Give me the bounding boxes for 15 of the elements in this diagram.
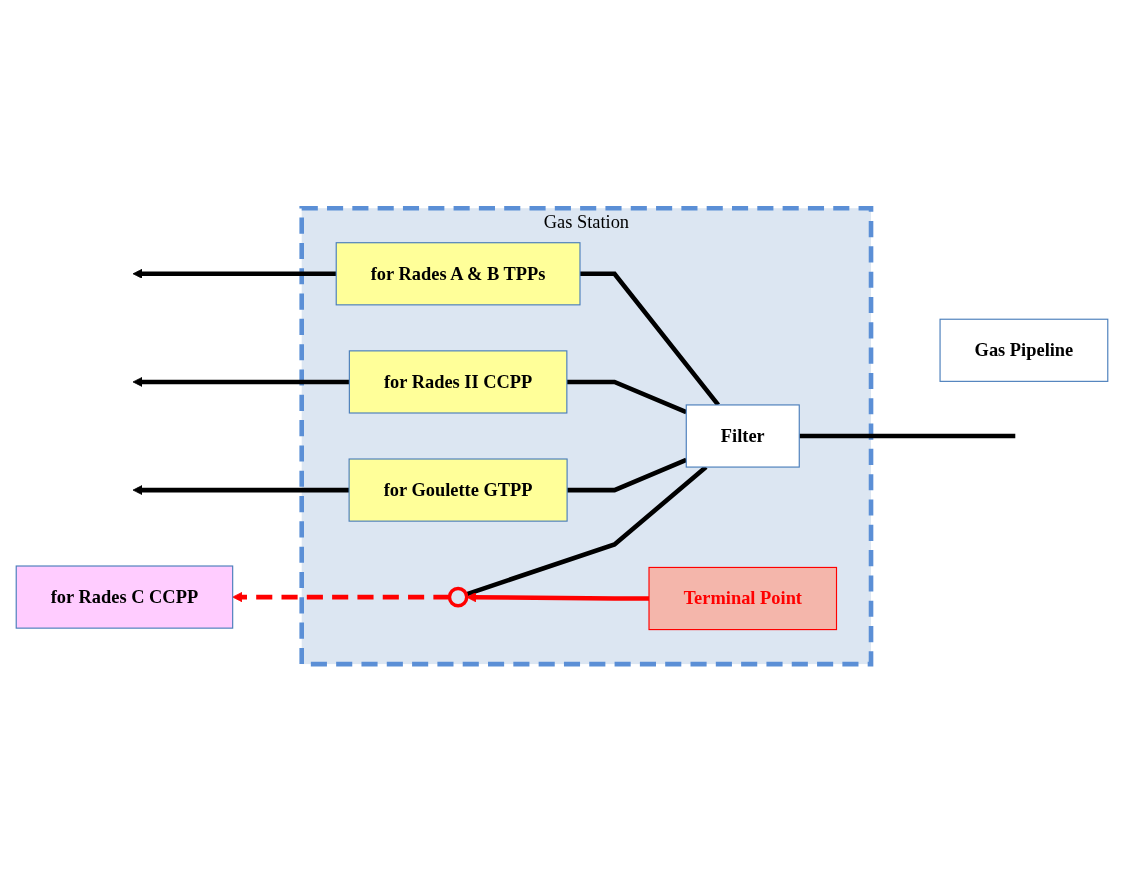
- arrow: [132, 485, 350, 496]
- node-box: for Rades A & B TPPs: [335, 242, 581, 306]
- node-box: Terminal Point: [648, 567, 838, 631]
- node-box: Gas Pipeline: [939, 319, 1109, 383]
- node-box: Filter: [685, 404, 800, 468]
- arrow: [132, 269, 337, 280]
- connector: [580, 271, 720, 407]
- connector: [799, 434, 1016, 439]
- node-box: for Goulette GTPP: [348, 458, 568, 523]
- arrow: [232, 592, 450, 603]
- node-box: for Rades C CCPP: [15, 565, 234, 630]
- node-circle: [447, 587, 469, 608]
- arrow: [132, 377, 350, 388]
- node-box: for Rades II CCPP: [348, 350, 568, 414]
- arrow: [466, 592, 649, 603]
